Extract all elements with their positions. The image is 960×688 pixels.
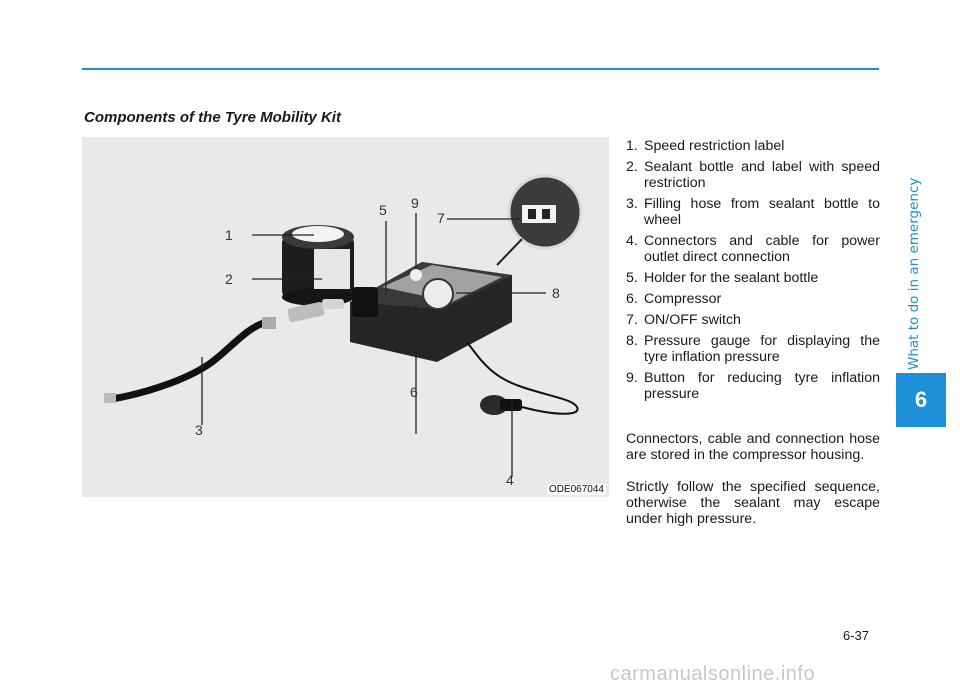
list-text: Pressure gauge for displaying the tyre i… xyxy=(644,333,880,365)
callout-9: 9 xyxy=(411,195,419,211)
callout-8: 8 xyxy=(552,285,560,301)
filling-hose xyxy=(111,318,269,403)
list-number: 9. xyxy=(626,370,638,386)
list-item: 7. ON/OFF switch xyxy=(626,312,880,328)
components-list: 1. Speed restriction label 2. Sealant bott… xyxy=(626,138,880,407)
list-number: 8. xyxy=(626,333,638,349)
header-rule xyxy=(82,68,879,70)
list-item: 5. Holder for the sealant bottle xyxy=(626,270,880,286)
list-number: 5. xyxy=(626,270,638,286)
bottle-connector xyxy=(287,299,344,323)
list-text: Connectors and cable for power outlet di… xyxy=(644,233,880,265)
callout-2: 2 xyxy=(225,271,233,287)
list-number: 6. xyxy=(626,291,638,307)
storage-note: Connectors, cable and connection hose ar… xyxy=(626,431,880,463)
list-number: 1. xyxy=(626,138,638,154)
list-text: Compressor xyxy=(644,291,722,307)
power-plug xyxy=(480,395,522,415)
chapter-label: What to do in an emergency xyxy=(906,177,922,370)
pressure-release-button xyxy=(410,269,422,281)
callout-4: 4 xyxy=(506,472,514,488)
callout-7: 7 xyxy=(437,210,445,226)
list-number: 3. xyxy=(626,196,638,212)
list-item: 4. Connectors and cable for power outlet … xyxy=(626,233,880,265)
chapter-number: 6 xyxy=(896,373,946,427)
list-number: 2. xyxy=(626,159,638,175)
hose-fitting xyxy=(262,317,276,329)
list-text: Sealant bottle and label with speed rest… xyxy=(644,159,880,191)
section-title: Components of the Tyre Mobility Kit xyxy=(84,109,341,126)
list-text: Speed restriction label xyxy=(644,138,785,154)
list-item: 1. Speed restriction label xyxy=(626,138,880,154)
list-text: ON/OFF switch xyxy=(644,312,741,328)
callout-1: 1 xyxy=(225,227,233,243)
list-item: 2. Sealant bottle and label with speed re… xyxy=(626,159,880,191)
sequence-note: Strictly follow the specified sequence, … xyxy=(626,479,880,527)
list-item: 9. Button for reducing tyre inflation pre… xyxy=(626,370,880,402)
list-text: Holder for the sealant bottle xyxy=(644,270,819,286)
list-text: Filling hose from sealant bottle to whee… xyxy=(644,196,880,228)
watermark: carmanualsonline.info xyxy=(610,663,816,685)
callout-3: 3 xyxy=(195,422,203,438)
list-text: Button for reducing tyre inflation press… xyxy=(644,370,880,402)
list-item: 3. Filling hose from sealant bottle to wh… xyxy=(626,196,880,228)
kit-figure: 1 2 3 4 5 6 7 8 9 ODE067044 xyxy=(82,137,609,497)
list-item: 6. Compressor xyxy=(626,291,880,307)
sealant-bottle xyxy=(282,225,354,306)
list-item: 8. Pressure gauge for displaying the tyre… xyxy=(626,333,880,365)
kit-illustration: 1 2 3 4 5 6 7 8 9 xyxy=(104,174,583,488)
power-cable xyxy=(466,341,579,415)
compressor xyxy=(350,262,512,362)
switch-inset xyxy=(496,174,583,266)
callout-6: 6 xyxy=(410,384,418,400)
callout-5: 5 xyxy=(379,202,387,218)
figure-code: ODE067044 xyxy=(546,484,606,495)
hose-valve-end xyxy=(104,393,116,403)
list-number: 4. xyxy=(626,233,638,249)
page-number: 6-37 xyxy=(843,628,870,643)
callout-lines xyxy=(201,213,546,477)
list-number: 7. xyxy=(626,312,638,328)
